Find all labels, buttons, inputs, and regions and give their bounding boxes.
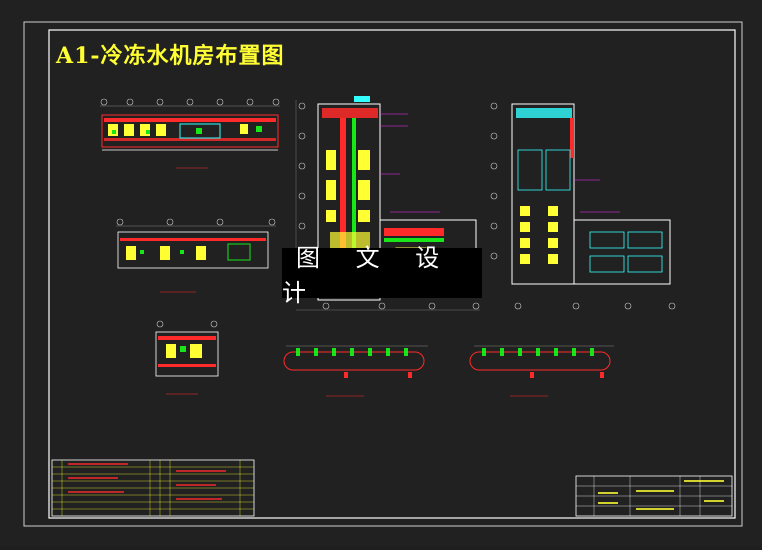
section-view-f-f bbox=[116, 218, 276, 293]
section-view-top-left bbox=[100, 98, 280, 169]
section-view-e-e bbox=[155, 320, 219, 395]
floor-plan-center bbox=[295, 96, 480, 311]
pipe-elevation-1 bbox=[283, 345, 428, 397]
inner-frame bbox=[48, 29, 736, 519]
title-block bbox=[575, 475, 733, 517]
equipment-schedule-table bbox=[51, 459, 255, 517]
drawing-title: A1-冷冻水机房布置图 bbox=[56, 43, 285, 69]
outer-frame bbox=[23, 21, 743, 527]
watermark: 图 文 设 计 bbox=[282, 244, 482, 307]
floor-plan-right bbox=[490, 102, 676, 310]
pipe-elevation-2 bbox=[469, 345, 614, 397]
